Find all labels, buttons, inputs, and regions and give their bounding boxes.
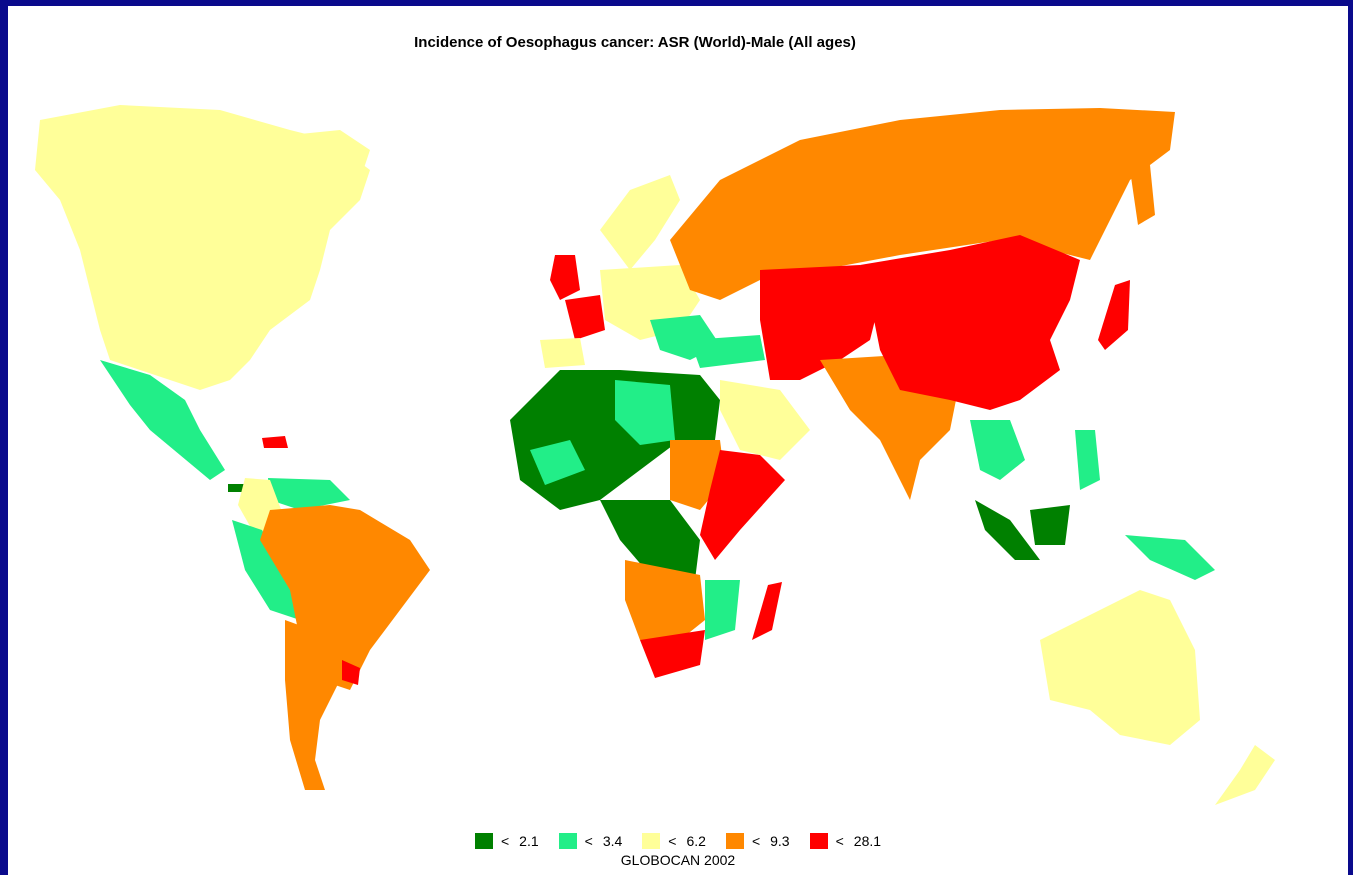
legend-value: 28.1	[853, 833, 882, 849]
scandinavia-region	[600, 175, 680, 270]
kamchatka-region	[1130, 165, 1155, 225]
source-label: GLOBOCAN 2002	[620, 852, 736, 868]
japan-region	[1098, 280, 1130, 350]
legend-symbol: <	[751, 833, 761, 849]
mexico-region	[100, 360, 225, 480]
southern-africa-region	[625, 560, 705, 640]
uk-region	[550, 255, 580, 300]
horn-africa-region	[700, 450, 785, 560]
legend-item: <9.3	[725, 833, 790, 849]
legend-item: <6.2	[642, 833, 706, 849]
new-guinea-region	[1125, 535, 1215, 580]
legend-swatch	[809, 833, 828, 849]
sumatra-region	[975, 500, 1040, 560]
legend-value: 3.4	[602, 833, 623, 849]
libya-region	[615, 380, 675, 445]
world-map	[35, 105, 1275, 805]
france-region	[565, 295, 605, 340]
legend-value: 2.1	[519, 833, 539, 849]
new-zealand-region	[1215, 745, 1275, 805]
legend-item: <3.4	[558, 833, 623, 849]
central-asia-region	[760, 265, 880, 380]
south-africa-region	[640, 630, 705, 678]
greenland-region	[290, 130, 370, 200]
legend-symbol: <	[835, 833, 844, 849]
legend-swatch	[558, 833, 577, 849]
north-america-region	[35, 105, 370, 390]
legend: <2.1<3.4<6.2<9.3<28.1	[8, 833, 1348, 849]
legend-item: <28.1	[809, 833, 882, 849]
legend-value: 6.2	[686, 833, 706, 849]
legend-item: <2.1	[474, 833, 539, 849]
russia-region	[670, 108, 1175, 300]
caribbean-region	[262, 436, 288, 448]
indochina-region	[970, 420, 1025, 480]
legend-symbol: <	[668, 833, 677, 849]
map-title: Incidence of Oesophagus cancer: ASR (Wor…	[414, 34, 856, 51]
china-region	[860, 235, 1080, 410]
uruguay-region	[342, 660, 360, 685]
iberia-region	[540, 338, 585, 368]
australia-region	[1040, 590, 1200, 745]
arabia-region	[720, 380, 810, 460]
peru-region	[232, 520, 300, 620]
legend-symbol: <	[584, 833, 593, 849]
madagascar-region	[752, 582, 782, 640]
legend-symbol: <	[500, 833, 510, 849]
legend-swatch	[725, 833, 744, 849]
mozambique-region	[705, 580, 740, 640]
philippines-region	[1075, 430, 1100, 490]
southern-cone-region	[285, 620, 340, 790]
legend-value: 9.3	[770, 833, 790, 849]
legend-swatch	[642, 833, 661, 849]
central-africa-region	[600, 500, 700, 580]
legend-swatch	[474, 833, 493, 849]
turkey-region	[690, 335, 765, 368]
venezuela-region	[268, 478, 350, 510]
mali-region	[530, 440, 585, 485]
borneo-region	[1030, 505, 1070, 545]
map-panel: Incidence of Oesophagus cancer: ASR (Wor…	[8, 6, 1348, 875]
